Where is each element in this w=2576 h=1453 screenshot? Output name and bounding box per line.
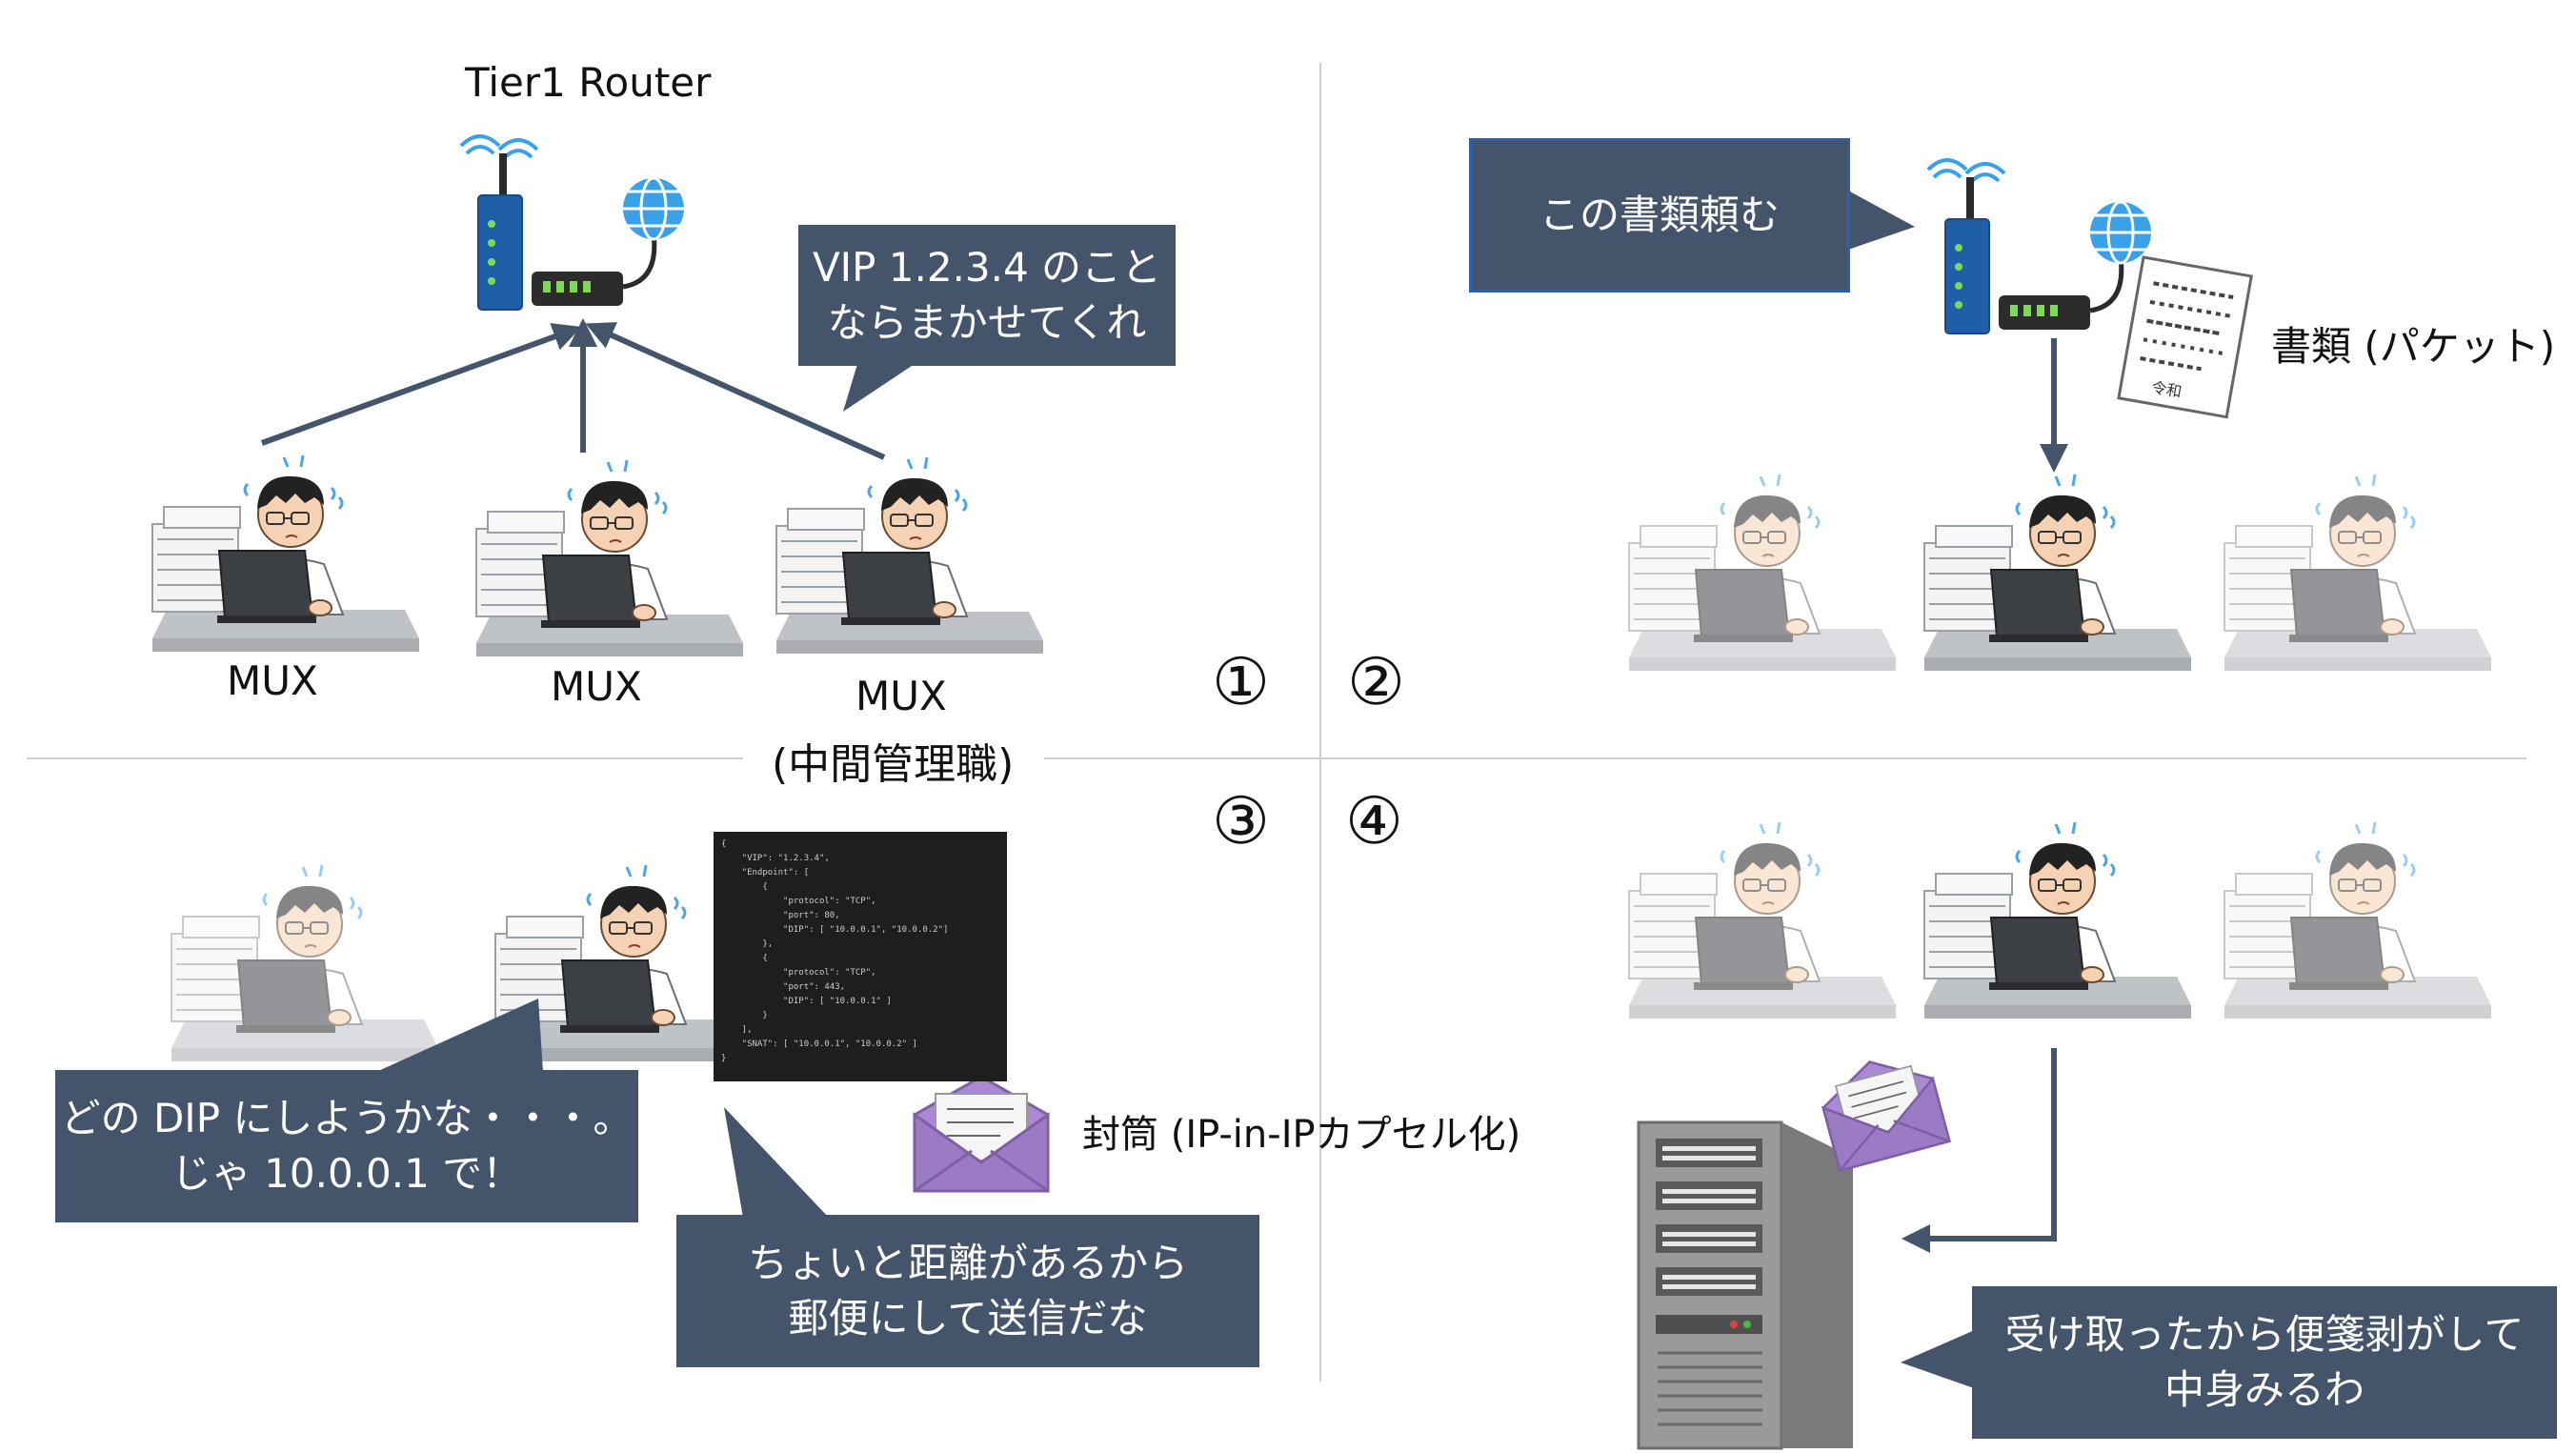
json-line: "Endpoint": [ <box>721 868 810 878</box>
idle-worker-3 <box>1627 820 1898 1020</box>
json-line: "protocol": "TCP", <box>721 897 876 906</box>
mux-label-1: MUX <box>227 657 318 704</box>
panel-number-2: ② <box>1347 645 1405 720</box>
envelope-icon <box>913 1075 1050 1193</box>
vip-bubble-tail <box>843 364 915 412</box>
server-icon <box>1637 1120 1853 1450</box>
choose-dip-line-2: じゃ 10.0.0.1 で！ <box>171 1150 523 1197</box>
request-bubble-text: この書類頼む <box>1539 192 1780 238</box>
json-line: { <box>721 839 727 849</box>
router-label: Tier1 Router <box>465 59 712 106</box>
mux-role-note: (中間管理職) <box>766 730 1020 791</box>
json-line: { <box>721 954 768 963</box>
arrow-to-server <box>1902 1048 2057 1253</box>
dip-bubble-tail <box>376 999 543 1072</box>
json-line: "protocol": "TCP", <box>721 968 876 978</box>
mail-bubble-tail <box>724 1107 829 1218</box>
active-worker <box>1922 473 2193 673</box>
mail-bubble-line-1: ちょいと距離があるから <box>747 1240 1188 1286</box>
router-icon <box>461 136 684 310</box>
json-line: { <box>721 882 768 892</box>
server-bubble-line-1: 受け取ったから便箋剥がして <box>2004 1311 2525 1358</box>
mux-worker-3 <box>775 455 1045 656</box>
request-bubble: この書類頼む <box>1469 138 1850 293</box>
idle-worker-4 <box>2223 820 2493 1020</box>
choose-dip-line-1: どの DIP にしようかな・・・。 <box>60 1095 634 1141</box>
mux-worker-2 <box>474 458 745 658</box>
idle-mux-worker <box>170 863 440 1063</box>
server-bubble-tail <box>1901 1329 1977 1389</box>
json-line: } <box>721 1011 768 1020</box>
json-line: "SNAT": [ "10.0.0.1", "10.0.0.2" ] <box>721 1039 917 1049</box>
panel-number-1: ① <box>1212 645 1270 720</box>
panel-number-4: ④ <box>1345 784 1403 859</box>
json-line: } <box>721 1054 727 1063</box>
json-line: "port": 80, <box>721 911 840 920</box>
panel-number-3: ③ <box>1212 784 1270 859</box>
idle-worker-1 <box>1627 473 1898 673</box>
mux-label-2: MUX <box>551 663 642 710</box>
active-worker-2 <box>1922 820 2193 1020</box>
server-bubble: 受け取ったから便箋剥がして 中身みるわ <box>1972 1286 2557 1439</box>
mail-bubble: ちょいと距離があるから 郵便にして送信だな <box>676 1215 1259 1367</box>
mux-label-3: MUX <box>855 673 947 719</box>
json-line: "DIP": [ "10.0.0.1", "10.0.0.2"] <box>721 925 949 935</box>
arrow-mux1-to-router <box>260 323 582 446</box>
vip-bubble-line-2: ならまかせてくれ <box>827 299 1147 346</box>
choose-dip-bubble: どの DIP にしようかな・・・。 じゃ 10.0.0.1 で！ <box>55 1070 638 1222</box>
json-line: "VIP": "1.2.3.4", <box>721 854 830 863</box>
server-bubble-line-2: 中身みるわ <box>2163 1366 2365 1413</box>
vip-config-json: { "VIP": "1.2.3.4", "Endpoint": [ { "pro… <box>714 832 1007 1081</box>
router-icon-2 <box>1928 160 2151 333</box>
json-line: "port": 443, <box>721 982 846 992</box>
document-icon: 令和 <box>2117 255 2253 419</box>
vip-bubble: VIP 1.2.3.4 のこと ならまかせてくれ <box>798 225 1176 366</box>
json-line: ], <box>721 1025 753 1035</box>
vip-bubble-line-1: VIP 1.2.3.4 のこと <box>812 244 1162 291</box>
arrow-mux3-to-router <box>585 322 886 460</box>
idle-worker-2 <box>2223 473 2493 673</box>
mux-worker-1 <box>151 454 421 654</box>
request-bubble-tail <box>1848 191 1915 250</box>
envelope-label: 封筒 (IP-in-IPカプセル化) <box>1082 1113 1521 1157</box>
json-line: "DIP": [ "10.0.0.1" ] <box>721 997 892 1006</box>
mail-bubble-line-2: 郵便にして送信だな <box>788 1295 1148 1342</box>
json-line: }, <box>721 939 774 949</box>
envelope-icon-2 <box>1813 1045 1951 1172</box>
document-label: 書類 (パケット) <box>2271 323 2556 370</box>
